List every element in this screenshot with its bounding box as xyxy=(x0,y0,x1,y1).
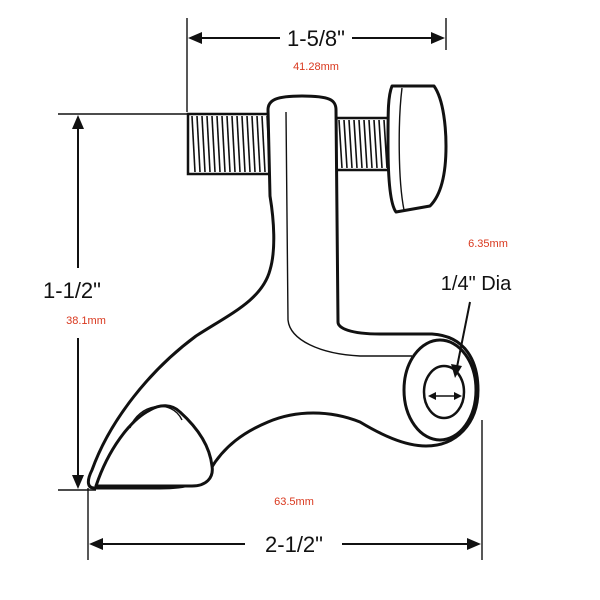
height-metric-label: 38.1mm xyxy=(66,315,106,327)
hole-diameter-callout: 6.35mm 1/4" Dia xyxy=(441,238,512,295)
hole-dimension-leader xyxy=(428,301,471,400)
bottom-arrow-left xyxy=(89,538,103,550)
bottom-width-imperial-label: 2-1/2" xyxy=(265,532,323,557)
top-arrow-right xyxy=(431,32,445,44)
height-arrow-bottom xyxy=(72,475,84,489)
thread-line xyxy=(206,115,211,173)
bottom-width-dimension: 2-1/2" 63.5mm xyxy=(87,420,483,560)
door-stop-part xyxy=(86,84,480,490)
rubber-bumper-top xyxy=(129,405,183,429)
top-arrow-left xyxy=(188,32,202,44)
thread-line xyxy=(368,119,373,169)
thread-line xyxy=(348,119,353,169)
thread-line xyxy=(191,115,196,173)
threaded-screw xyxy=(186,112,394,176)
thread-line xyxy=(226,115,231,173)
thread-line xyxy=(241,115,246,173)
thread-line xyxy=(216,115,221,173)
adjuster-knob-edge xyxy=(398,87,405,211)
top-width-imperial-label: 1-5/8" xyxy=(287,26,345,51)
thread-line xyxy=(383,119,388,169)
thread-line xyxy=(211,115,216,173)
thread-line xyxy=(246,115,251,173)
hole-leader-arrow xyxy=(451,364,462,378)
stop-body-outline xyxy=(86,94,480,490)
thread-line xyxy=(338,119,343,169)
hole-metric-label: 6.35mm xyxy=(468,238,508,250)
height-imperial-label: 1-1/2" xyxy=(43,278,101,303)
bottom-width-metric-label: 63.5mm xyxy=(274,496,314,508)
bottom-arrow-right xyxy=(467,538,481,550)
screw-thread-left xyxy=(186,112,276,176)
thread-line xyxy=(251,115,256,173)
thread-line xyxy=(261,115,266,173)
adjuster-knob xyxy=(386,84,448,214)
thread-line xyxy=(358,119,363,169)
hole-leader-line xyxy=(455,301,471,373)
thread-line xyxy=(378,119,383,169)
top-width-metric-label: 41.28mm xyxy=(293,61,339,73)
height-arrow-top xyxy=(72,115,84,129)
top-width-dimension: 1-5/8" 41.28mm xyxy=(186,18,447,112)
pin-hole xyxy=(422,364,466,420)
body-contour-line xyxy=(285,111,412,357)
hole-inner-arrow-left xyxy=(428,392,436,400)
thread-line xyxy=(221,115,226,173)
hole-imperial-label: 1/4" Dia xyxy=(441,273,512,295)
thread-line xyxy=(363,119,368,169)
thread-line xyxy=(231,115,236,173)
hole-inner-arrow-right xyxy=(454,392,462,400)
thread-line xyxy=(343,119,348,169)
thread-line xyxy=(353,119,358,169)
thread-line xyxy=(196,115,201,173)
rubber-bumper xyxy=(94,404,214,488)
thread-line xyxy=(373,119,378,169)
thread-line xyxy=(256,115,261,173)
thread-line xyxy=(236,115,241,173)
thread-line xyxy=(201,115,206,173)
height-dimension: 1-1/2" 38.1mm xyxy=(43,113,188,491)
